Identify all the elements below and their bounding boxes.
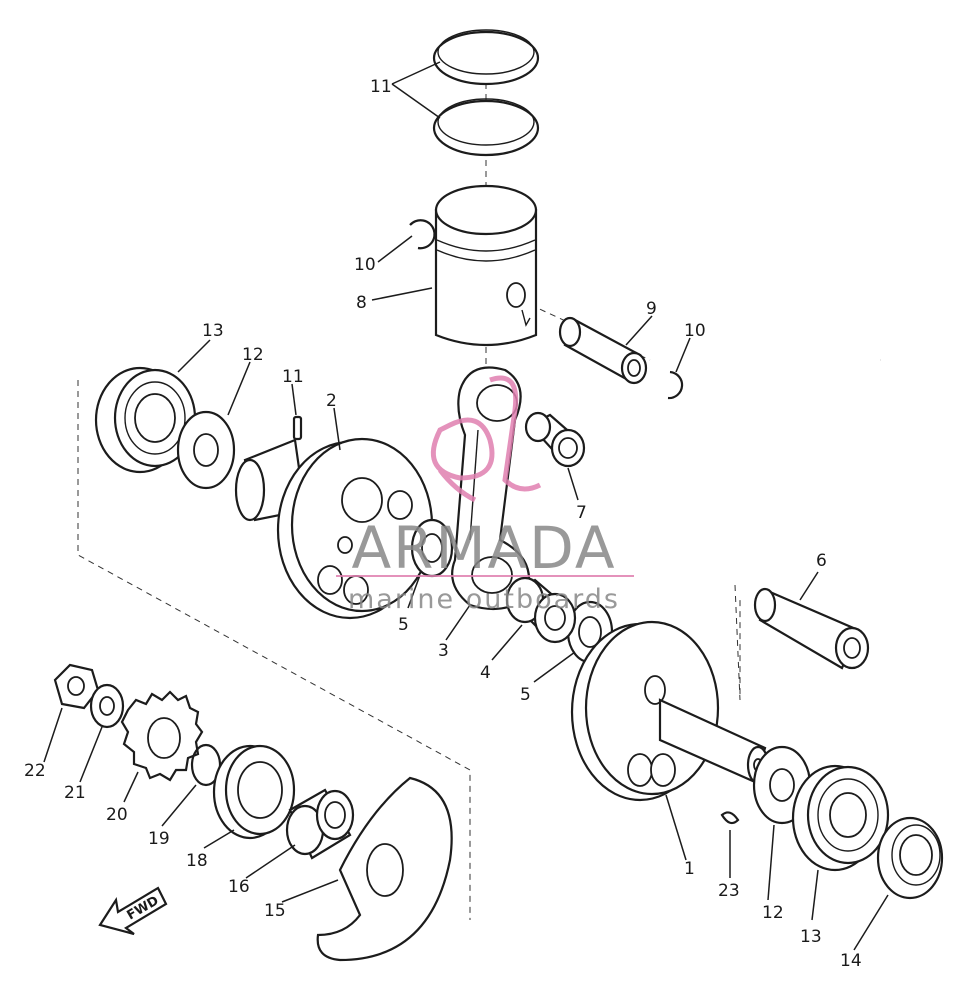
piston-pin xyxy=(558,316,648,385)
main-bearing-left xyxy=(94,366,197,474)
crank-wheel-right xyxy=(570,620,770,802)
big-end-bearing xyxy=(505,576,577,644)
callout-16-spacer: 16 xyxy=(228,877,250,897)
callout-2-crank-wheel: 2 xyxy=(326,391,337,411)
callout-12-shim-left: 12 xyxy=(242,345,264,365)
callout-12-shim-right: 12 xyxy=(762,903,784,923)
callout-1-crank-wheel: 1 xyxy=(684,859,695,879)
drive-gear xyxy=(120,690,204,782)
connecting-rod xyxy=(451,366,531,611)
callout-5-washer-left: 5 xyxy=(398,615,409,635)
piston xyxy=(434,184,538,347)
callout-11-piston-rings: 11 xyxy=(370,77,392,97)
callout-13-bearing-left: 13 xyxy=(202,321,224,341)
nut xyxy=(53,663,100,710)
shim-washer-left xyxy=(176,410,236,490)
circlip-left xyxy=(409,219,436,250)
callout-23-key: 23 xyxy=(718,881,740,901)
callout-3-connecting-rod: 3 xyxy=(438,641,449,661)
callout-22-nut: 22 xyxy=(24,761,46,781)
woodruff-key xyxy=(292,415,303,441)
callout-15-plate: 15 xyxy=(264,901,286,921)
piston-ring-upper xyxy=(432,29,540,86)
callout-14-oil-seal: 14 xyxy=(840,951,862,971)
watermark-tagline: marine outboards xyxy=(348,584,620,615)
callout-13-bearing-right: 13 xyxy=(800,927,822,947)
leader-lines xyxy=(43,61,889,951)
callout-5-washer-right: 5 xyxy=(520,685,531,705)
outer-bearing xyxy=(212,744,296,840)
armada-logo-icon xyxy=(430,375,542,503)
circlip-right xyxy=(667,370,684,400)
callout-9-piston-pin: 9 xyxy=(646,299,657,319)
spacer-collar xyxy=(285,788,355,860)
watermark: ARMADA marine outboards xyxy=(336,375,634,615)
callout-20-gear: 20 xyxy=(106,805,128,825)
callout-10-circlip-left: 10 xyxy=(354,255,376,275)
crank-plate xyxy=(316,776,453,962)
oil-seal xyxy=(876,816,944,900)
forward-arrow: FWD xyxy=(98,886,168,936)
crank-key xyxy=(720,811,740,825)
callout-7-small-end-bearing: 7 xyxy=(576,503,587,523)
lock-washer xyxy=(89,683,125,729)
callout-labels: 11 10 8 9 10 13 12 11 2 7 6 5 3 4 5 22 2… xyxy=(24,77,862,971)
main-bearing-right xyxy=(791,764,890,872)
crank-wheel-left xyxy=(234,437,434,620)
callout-6-crank-pin: 6 xyxy=(816,551,827,571)
callout-10-circlip-right: 10 xyxy=(684,321,706,341)
crank-pin xyxy=(753,587,870,670)
small-end-bearing xyxy=(524,411,586,468)
callout-18-bearing: 18 xyxy=(186,851,208,871)
callout-21-washer: 21 xyxy=(64,783,86,803)
callout-4-big-end-bearing: 4 xyxy=(480,663,491,683)
callout-8-piston: 8 xyxy=(356,293,367,313)
callout-11-key: 11 xyxy=(282,367,304,387)
watermark-brand: ARMADA xyxy=(351,514,616,582)
callout-19-snap-ring: 19 xyxy=(148,829,170,849)
piston-ring-lower xyxy=(432,98,540,157)
